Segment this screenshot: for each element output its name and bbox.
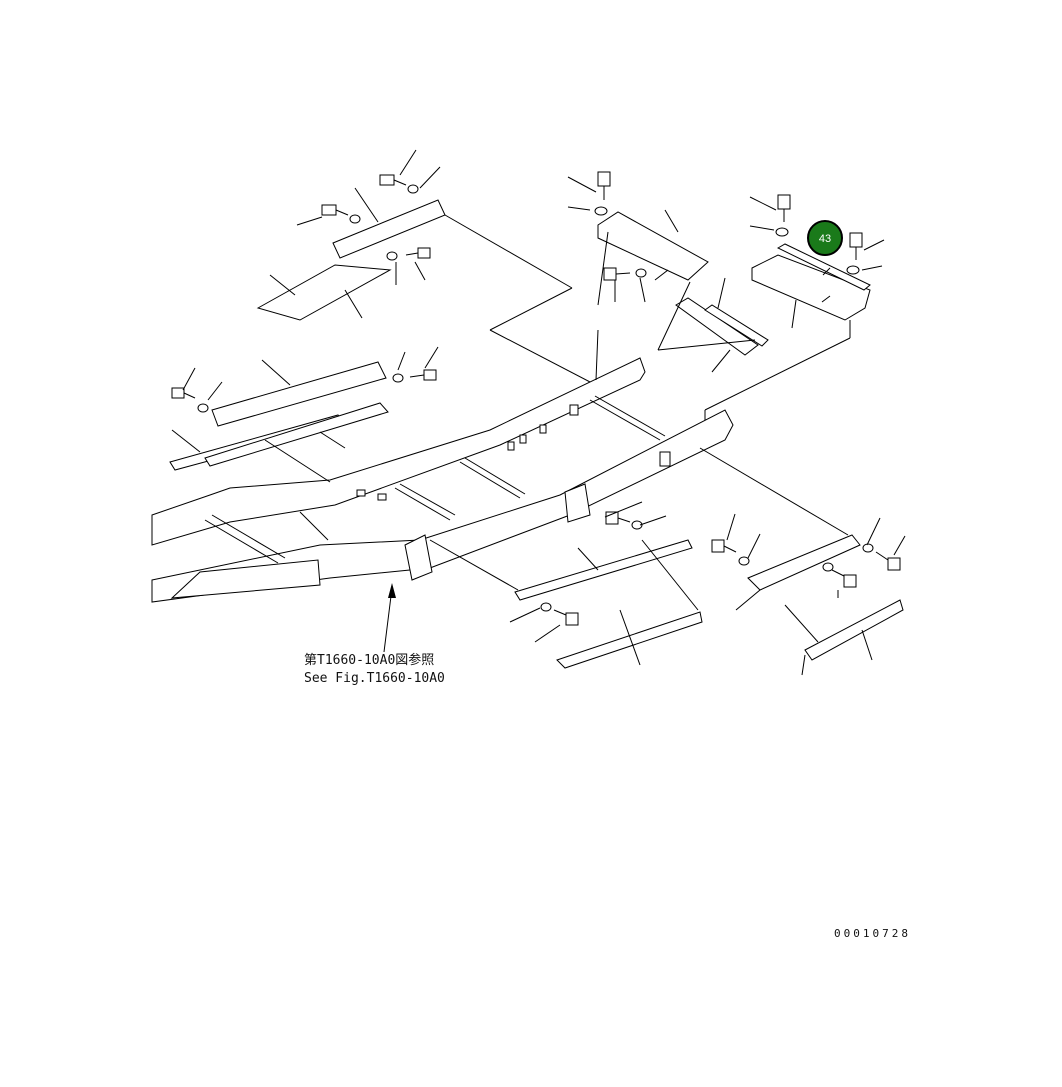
lower-middle-bracket-assembly	[429, 501, 703, 669]
reference-arrow	[383, 583, 396, 653]
upper-right-plate-assembly	[704, 194, 885, 420]
upper-middle-plate-assembly	[567, 171, 769, 381]
callout-43[interactable]: 43	[807, 220, 843, 256]
main-frame	[151, 357, 734, 603]
upper-left-bracket-assembly	[169, 149, 591, 483]
callout-43-label: 43	[819, 233, 831, 245]
lower-right-bracket-assembly	[699, 447, 906, 676]
drawing-number: 00010728	[834, 927, 911, 940]
reference-note-en: See Fig.T1660-10A0	[304, 671, 445, 686]
reference-note-jp: 第T1660-10A0図参照	[304, 652, 434, 668]
